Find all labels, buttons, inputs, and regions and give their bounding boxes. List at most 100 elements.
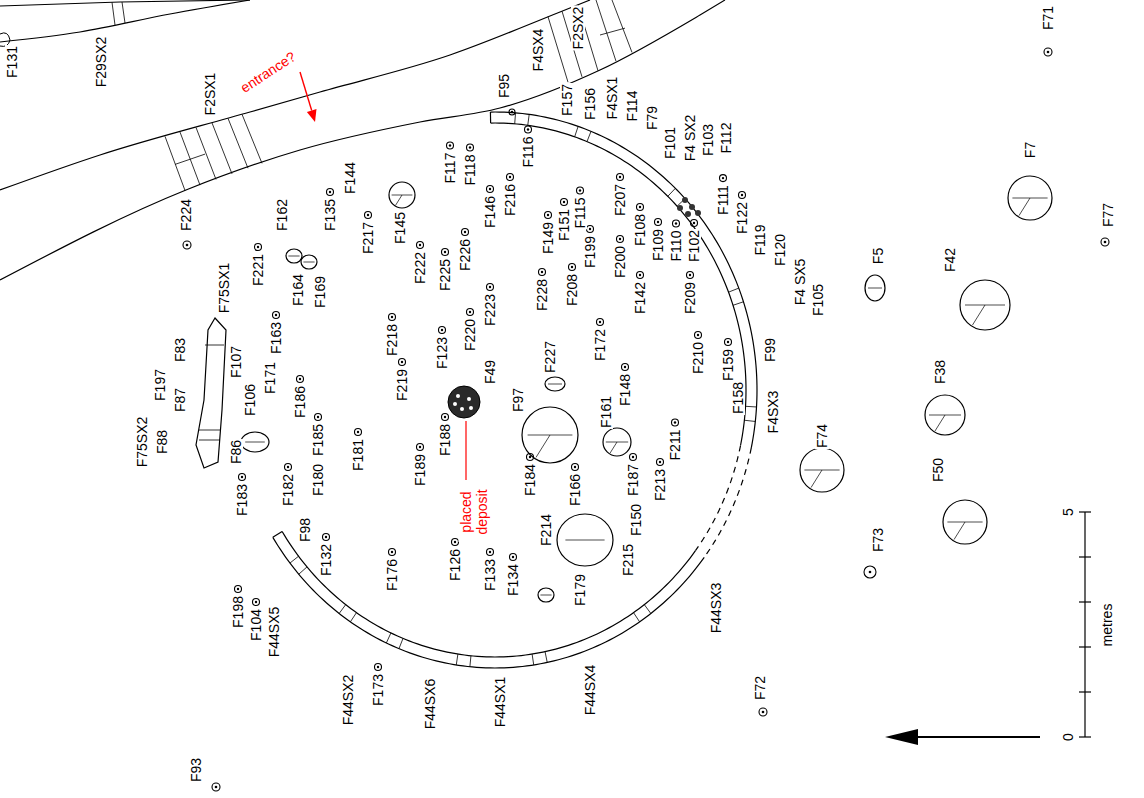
post-hole-fill: [489, 551, 491, 553]
feature-label: F164: [291, 273, 305, 307]
label-holder: F179: [571, 573, 589, 607]
label-holder: F116: [519, 136, 537, 169]
feature-label: F7: [1023, 141, 1037, 159]
post-hole: [389, 549, 396, 556]
post-hole-fill: [727, 341, 729, 343]
label-holder: F5: [869, 247, 887, 265]
label-holder: F208: [563, 273, 581, 307]
feature-label: F189: [413, 453, 427, 487]
label-holder: F221: [249, 253, 267, 287]
label-holder: F199: [581, 235, 599, 269]
post-hole: [315, 414, 322, 421]
section-line: [199, 345, 224, 440]
label-holder: F134: [504, 563, 522, 597]
ditch-edge: [0, 0, 250, 6]
label-holder: F112: [717, 122, 735, 155]
label-holder: F156: [581, 87, 599, 121]
feature-label: F186: [293, 385, 307, 419]
label-holder: F119: [751, 224, 769, 257]
leader-line: [465, 421, 466, 480]
feature-label: F151: [557, 208, 571, 242]
section-line: [565, 540, 604, 541]
ring-gully: [704, 448, 751, 558]
label-holder: F122: [733, 201, 751, 235]
feature-label: F132: [319, 543, 333, 577]
label-holder: F133: [481, 558, 499, 592]
post-hole-fill: [391, 551, 393, 553]
annotation-note: entrance?: [237, 49, 299, 96]
post-hole: [297, 376, 304, 383]
post-hole-fill: [391, 316, 393, 318]
label-holder: F126: [446, 548, 464, 582]
label-holder: F44SX5: [265, 606, 283, 659]
section-line: [532, 654, 534, 665]
entrance-arrow: [300, 72, 312, 111]
post-hole: [617, 174, 624, 181]
post-hole-fill: [275, 314, 277, 316]
label-holder: F183: [233, 483, 251, 517]
section-line: [165, 136, 185, 190]
label-holder: F110: [667, 230, 685, 263]
feature-label: F228: [535, 278, 549, 312]
label-holder: F4 SX5: [791, 258, 809, 307]
label-holder: metres: [1098, 603, 1116, 648]
post-hole: [487, 186, 494, 193]
post-hole-fill: [639, 206, 641, 208]
post-hole-fill: [317, 416, 319, 418]
post-hole: [672, 419, 679, 426]
label-holder: F131: [3, 45, 21, 79]
feature-label: F42: [943, 247, 957, 273]
label-holder: F161: [597, 395, 615, 429]
post-hole: [682, 197, 688, 203]
post-holes: [235, 126, 746, 670]
feature-label: F126: [448, 548, 462, 582]
post-hole: [720, 175, 727, 182]
feature-label: F115: [573, 197, 587, 230]
feature-label: F4 SX2: [683, 114, 697, 163]
feature-label: F207: [613, 183, 627, 217]
post-hole-fill: [489, 286, 491, 288]
label-holder: F88: [153, 429, 171, 455]
post-hole-fill: [659, 461, 661, 463]
post-hole: [539, 269, 546, 276]
feature-label: F123: [435, 336, 449, 370]
feature-label: F50: [931, 457, 945, 483]
feature-label: F4SX4: [531, 28, 545, 73]
label-holder: F173: [369, 673, 387, 707]
label-holder: F198: [229, 595, 247, 629]
post-hole-fill: [571, 266, 573, 268]
post-hole: [507, 174, 514, 181]
label-holder: F4 SX2: [681, 114, 699, 163]
section-line: [350, 613, 356, 622]
label-holder: F2SX1: [201, 72, 219, 117]
post-hole-fill: [464, 231, 466, 233]
feature-label: F162: [275, 198, 289, 232]
label-holder: F111: [714, 184, 732, 216]
feature-label: F142: [633, 281, 647, 315]
section-line: [290, 556, 299, 563]
feature-label: F209: [683, 281, 697, 315]
post-hole-fill: [186, 244, 189, 247]
ring-gully: [273, 537, 704, 668]
feature-label: F77: [1101, 202, 1115, 228]
label-holder: F180: [309, 463, 327, 497]
feature-label: F112: [719, 122, 733, 155]
post-hole-fill: [589, 228, 591, 230]
post-hole: [637, 204, 644, 211]
label-holder: 5: [1059, 507, 1077, 517]
section-line: [196, 127, 216, 179]
ring-gully: [695, 446, 740, 551]
label-holder: F163: [267, 321, 285, 355]
post-hole-fill: [563, 201, 565, 203]
post-hole: [1044, 48, 1052, 56]
label-holder: F207: [611, 183, 629, 217]
section-line: [540, 595, 551, 596]
feature-label: F166: [568, 473, 582, 507]
section-line: [303, 262, 314, 263]
feature-label: F44SX3: [709, 582, 723, 635]
deposit-speck: [456, 394, 460, 398]
label-holder: F157: [558, 83, 576, 117]
feature-label: F227: [543, 340, 557, 374]
feature-label: F109: [651, 228, 665, 262]
